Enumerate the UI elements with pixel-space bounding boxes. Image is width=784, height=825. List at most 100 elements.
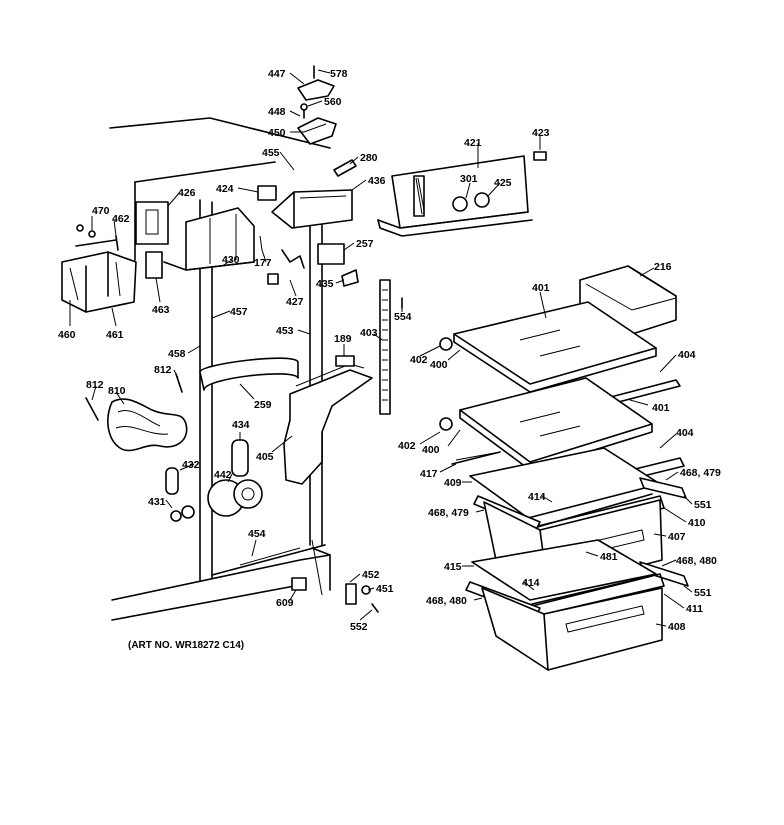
screw-470 [76, 224, 96, 238]
shelf-ladder-403 [379, 279, 391, 415]
callout-435: 435 [316, 278, 334, 290]
callout-403: 403 [360, 327, 378, 339]
glass-shelf-lower-401 [459, 377, 653, 471]
crisper-drawer-408 [481, 587, 663, 671]
heater-810 [107, 398, 188, 452]
hinge-assembly-460-461 [61, 251, 137, 313]
callout-411: 411 [686, 603, 703, 615]
callout-453: 453 [276, 325, 294, 337]
bracket-463 [145, 251, 163, 279]
callout-409: 409 [444, 477, 462, 489]
callout-402-lower: 402 [398, 440, 416, 452]
grommet-432 [165, 467, 195, 519]
callout-labels: 447 578 448 560 450 455 280 421 423 436 … [58, 68, 721, 633]
callout-551-upper: 551 [694, 499, 712, 511]
fan-bracket-426 [135, 201, 169, 245]
callout-468-480-left: 468, 480 [426, 595, 467, 607]
drawer-cover-415 [471, 539, 657, 601]
callout-609: 609 [276, 597, 294, 609]
callout-407: 407 [668, 531, 686, 543]
callout-458: 458 [168, 348, 186, 360]
callout-259: 259 [254, 399, 272, 411]
light-lens-259 [199, 357, 299, 391]
fan-motor-442 [207, 479, 263, 517]
callout-301: 301 [460, 173, 478, 185]
callout-425: 425 [494, 177, 512, 189]
callout-560: 560 [324, 96, 342, 108]
grommet-431 [170, 510, 182, 522]
callout-400-upper: 400 [430, 359, 448, 371]
bracket-452-451 [345, 583, 371, 605]
callout-461: 461 [106, 329, 124, 341]
callout-457: 457 [230, 306, 248, 318]
callout-404-lower: 404 [676, 427, 694, 439]
light-shield-280 [333, 159, 357, 177]
callout-468-480-right: 468, 480 [676, 555, 717, 567]
callout-463: 463 [152, 304, 170, 316]
callout-448: 448 [268, 106, 286, 118]
wire-assembly-177-427 [259, 235, 305, 285]
callout-427: 427 [286, 296, 304, 308]
callout-421: 421 [464, 137, 482, 149]
callout-405: 405 [256, 451, 274, 463]
screw-560 [300, 103, 308, 119]
callout-468-479-right: 468, 479 [680, 467, 721, 479]
callout-578: 578 [330, 68, 348, 80]
callout-401-upper: 401 [532, 282, 550, 294]
callout-460: 460 [58, 329, 76, 341]
callout-431: 431 [148, 496, 166, 508]
fan-shroud-434 [231, 439, 249, 477]
callout-462: 462 [112, 213, 130, 225]
callout-400-lower: 400 [422, 444, 440, 456]
callout-410: 410 [688, 517, 706, 529]
thermostat-knob-cover-447 [297, 79, 335, 101]
leader-lines [69, 69, 693, 627]
callout-554: 554 [394, 311, 412, 323]
callout-454: 454 [248, 528, 266, 540]
art-number: (ART NO. WR18272 C14) [128, 640, 244, 651]
shelf-bracket-402-400 [439, 337, 453, 431]
evaporator-cover-430 [163, 207, 255, 271]
screw-552 [371, 603, 379, 613]
callout-415: 415 [444, 561, 462, 573]
callout-216: 216 [654, 261, 672, 273]
callout-189: 189 [334, 333, 352, 345]
callout-552: 552 [350, 621, 368, 633]
callout-452: 452 [362, 569, 380, 581]
callout-434: 434 [232, 419, 250, 431]
callout-442: 442 [214, 469, 232, 481]
bracket-462 [75, 235, 119, 251]
callout-402-upper: 402 [410, 354, 428, 366]
callout-408: 408 [668, 621, 686, 633]
callout-450: 450 [268, 127, 286, 139]
drawer-cover-support-417 [451, 451, 501, 465]
callout-455: 455 [262, 147, 280, 159]
socket-257 [317, 243, 345, 265]
callout-468-479-left: 468, 479 [428, 507, 469, 519]
callout-451: 451 [376, 583, 394, 595]
callout-447: 447 [268, 68, 286, 80]
leveling-leg-609 [291, 577, 307, 591]
callout-424: 424 [216, 183, 234, 195]
callout-470: 470 [92, 205, 110, 217]
callout-280: 280 [360, 152, 378, 164]
callout-177: 177 [254, 257, 272, 269]
callout-812-right: 812 [154, 364, 172, 376]
damper-housing-448-450 [297, 117, 337, 145]
bracket-435 [341, 269, 359, 287]
control-panel-421 [377, 155, 533, 237]
callout-436: 436 [368, 175, 386, 187]
callout-404-upper: 404 [678, 349, 696, 361]
callout-481: 481 [600, 551, 618, 563]
callout-414-lower: 414 [522, 577, 540, 589]
switch-424 [257, 185, 277, 201]
callout-401-lower: 401 [652, 402, 670, 414]
callout-426: 426 [178, 187, 196, 199]
callout-423: 423 [532, 127, 550, 139]
callout-430: 430 [222, 254, 240, 266]
grille-189 [335, 355, 355, 367]
callout-810: 810 [108, 385, 126, 397]
light-housing-436 [271, 189, 353, 229]
callout-551-lower: 551 [694, 587, 712, 599]
